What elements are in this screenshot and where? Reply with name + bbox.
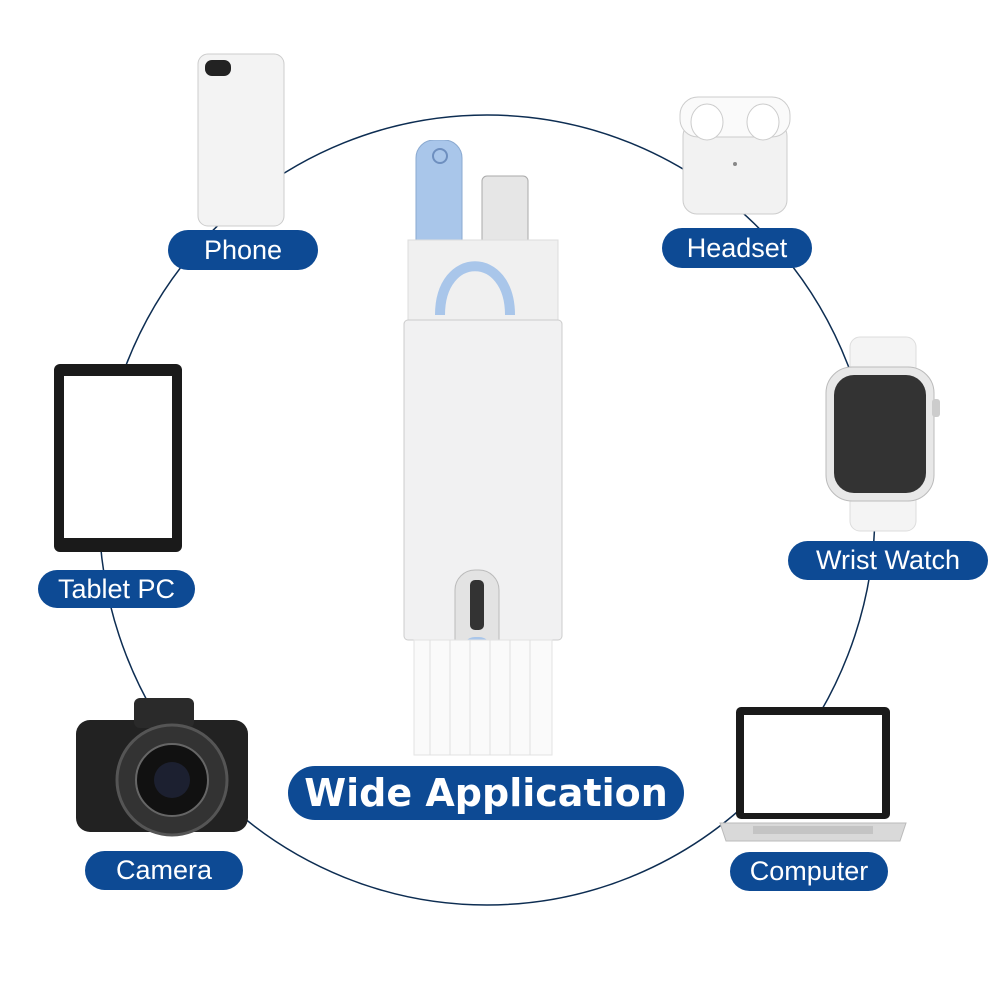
tablet-image — [54, 364, 182, 552]
wide-application-banner: Wide Application — [288, 766, 684, 820]
device-label-wrist-watch: Wrist Watch — [788, 541, 988, 580]
device-label-phone: Phone — [168, 230, 318, 270]
device-label-camera: Camera — [85, 851, 243, 890]
device-label-computer: Computer — [730, 852, 888, 891]
headset-image — [679, 96, 791, 215]
phone-image — [197, 53, 285, 227]
device-label-tablet-pc: Tablet PC — [38, 570, 195, 608]
laptop-image — [719, 707, 907, 842]
device-label-headset: Headset — [662, 228, 812, 268]
watch-image — [825, 336, 940, 532]
cleaning-kit-image — [403, 140, 563, 756]
camera-image — [76, 698, 248, 837]
